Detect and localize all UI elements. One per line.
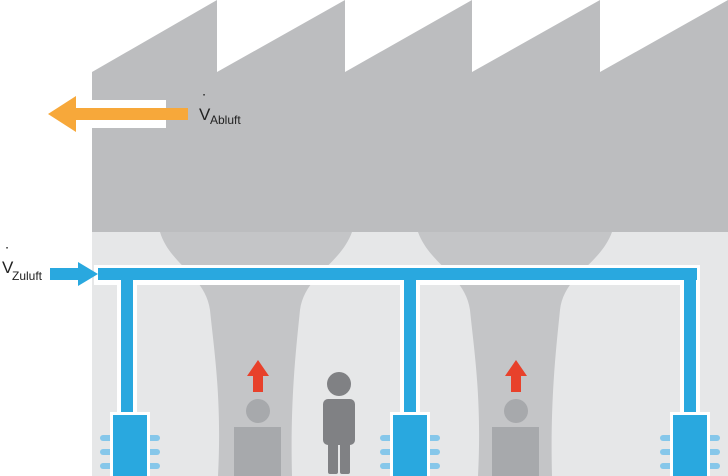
person-icon bbox=[323, 372, 355, 474]
heat-plume bbox=[418, 232, 612, 476]
exhaust-subscript: Abluft bbox=[210, 113, 241, 127]
heat-source bbox=[492, 360, 539, 476]
heat-arrow-icon bbox=[505, 360, 527, 392]
heat-arrow-icon bbox=[247, 360, 269, 392]
exhaust-arrow-icon bbox=[48, 96, 188, 132]
diffuser-icon bbox=[380, 412, 440, 476]
exhaust-flow-label: ˙ V Abluft bbox=[199, 91, 241, 127]
supply-dot: ˙ bbox=[5, 244, 11, 263]
exhaust-dot: ˙ bbox=[202, 91, 208, 110]
heat-source bbox=[234, 360, 281, 476]
supply-duct bbox=[94, 265, 700, 423]
exhaust-symbol: V bbox=[199, 105, 211, 124]
supply-arrow-icon bbox=[50, 262, 98, 286]
supply-symbol: V bbox=[2, 258, 14, 277]
heat-plume bbox=[160, 232, 352, 476]
diffuser-icon bbox=[100, 412, 160, 476]
supply-subscript: Zuluft bbox=[12, 269, 43, 283]
supply-flow-label: ˙ V Zuluft bbox=[2, 244, 43, 283]
diffuser-icon bbox=[660, 412, 720, 476]
hall-upper-zone bbox=[92, 0, 728, 232]
